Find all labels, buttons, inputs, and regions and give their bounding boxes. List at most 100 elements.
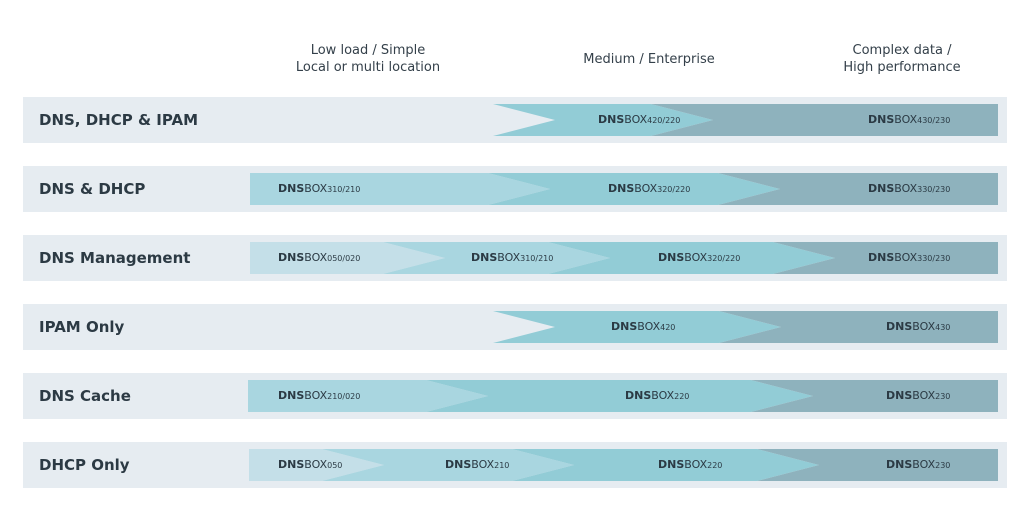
brand-suffix: BOX bbox=[894, 113, 918, 126]
brand-suffix: BOX bbox=[637, 320, 661, 333]
brand-prefix: DNS bbox=[278, 458, 305, 471]
header-low-load: Low load / Simple Local or multi locatio… bbox=[268, 42, 468, 76]
model-version: 420/220 bbox=[647, 116, 681, 125]
model-version: 210 bbox=[494, 461, 510, 470]
model-label: DNSBOX320/220 bbox=[608, 173, 690, 205]
brand-suffix: BOX bbox=[304, 389, 328, 402]
model-label: DNSBOX310/210 bbox=[278, 173, 360, 205]
header-high-line1: Complex data / bbox=[852, 43, 952, 58]
brand-suffix: BOX bbox=[684, 251, 708, 264]
header-low-line1: Low load / Simple bbox=[310, 43, 426, 58]
model-label: DNSBOX220 bbox=[658, 449, 722, 481]
brand-prefix: DNS bbox=[658, 458, 685, 471]
brand-prefix: DNS bbox=[886, 458, 913, 471]
brand-suffix: BOX bbox=[894, 182, 918, 195]
brand-prefix: DNS bbox=[868, 182, 895, 195]
brand-prefix: DNS bbox=[886, 389, 913, 402]
model-version: 050/020 bbox=[327, 254, 361, 263]
model-version: 430 bbox=[935, 323, 951, 332]
header-low-line2: Local or multi location bbox=[295, 60, 441, 75]
brand-suffix: BOX bbox=[912, 458, 936, 471]
tier-segment bbox=[250, 173, 550, 205]
row-label: DNS Cache bbox=[39, 387, 131, 405]
brand-prefix: DNS bbox=[658, 251, 685, 264]
brand-suffix: BOX bbox=[684, 458, 708, 471]
brand-suffix: BOX bbox=[912, 389, 936, 402]
brand-prefix: DNS bbox=[278, 389, 305, 402]
brand-suffix: BOX bbox=[912, 320, 936, 333]
model-version: 320/220 bbox=[707, 254, 741, 263]
brand-prefix: DNS bbox=[445, 458, 472, 471]
header-high-line2: High performance bbox=[843, 60, 961, 75]
brand-prefix: DNS bbox=[868, 113, 895, 126]
brand-prefix: DNS bbox=[598, 113, 625, 126]
model-version: 220 bbox=[674, 392, 690, 401]
brand-prefix: DNS bbox=[471, 251, 498, 264]
brand-prefix: DNS bbox=[608, 182, 635, 195]
model-label: DNSBOX330/230 bbox=[868, 242, 950, 274]
row-label: DNS & DHCP bbox=[39, 180, 146, 198]
brand-prefix: DNS bbox=[625, 389, 652, 402]
brand-suffix: BOX bbox=[624, 113, 648, 126]
model-label: DNSBOX320/220 bbox=[658, 242, 740, 274]
tier-segment bbox=[426, 380, 813, 412]
header-complex: Complex data / High performance bbox=[802, 42, 1002, 76]
model-version: 050 bbox=[327, 461, 343, 470]
model-label: DNSBOX430/230 bbox=[868, 104, 950, 136]
model-label: DNSBOX050/020 bbox=[278, 242, 360, 274]
brand-prefix: DNS bbox=[868, 251, 895, 264]
row-label: DNS Management bbox=[39, 249, 191, 267]
brand-prefix: DNS bbox=[886, 320, 913, 333]
model-version: 230 bbox=[935, 392, 951, 401]
model-version: 210/020 bbox=[327, 392, 361, 401]
model-label: DNSBOX230 bbox=[886, 449, 950, 481]
model-label: DNSBOX330/230 bbox=[868, 173, 950, 205]
brand-suffix: BOX bbox=[634, 182, 658, 195]
row-label: IPAM Only bbox=[39, 318, 125, 336]
brand-suffix: BOX bbox=[894, 251, 918, 264]
model-label: DNSBOX310/210 bbox=[471, 242, 553, 274]
brand-prefix: DNS bbox=[278, 182, 305, 195]
brand-suffix: BOX bbox=[471, 458, 495, 471]
model-version: 420 bbox=[660, 323, 676, 332]
brand-suffix: BOX bbox=[304, 251, 328, 264]
model-version: 220 bbox=[707, 461, 723, 470]
brand-suffix: BOX bbox=[497, 251, 521, 264]
model-label: DNSBOX050 bbox=[278, 449, 342, 481]
model-version: 330/230 bbox=[917, 254, 951, 263]
brand-suffix: BOX bbox=[304, 182, 328, 195]
model-version: 230 bbox=[935, 461, 951, 470]
model-version: 320/220 bbox=[657, 185, 691, 194]
brand-prefix: DNS bbox=[278, 251, 305, 264]
model-label: DNSBOX210 bbox=[445, 449, 509, 481]
model-label: DNSBOX230 bbox=[886, 380, 950, 412]
model-version: 310/210 bbox=[327, 185, 361, 194]
row-label: DNS, DHCP & IPAM bbox=[39, 111, 198, 129]
model-label: DNSBOX210/020 bbox=[278, 380, 360, 412]
model-label: DNSBOX420 bbox=[611, 311, 675, 343]
model-version: 430/230 bbox=[917, 116, 951, 125]
header-medium-line1: Medium / Enterprise bbox=[583, 52, 715, 67]
model-label: DNSBOX220 bbox=[625, 380, 689, 412]
model-label: DNSBOX430 bbox=[886, 311, 950, 343]
model-version: 330/230 bbox=[917, 185, 951, 194]
brand-prefix: DNS bbox=[611, 320, 638, 333]
model-label: DNSBOX420/220 bbox=[598, 104, 680, 136]
row-label: DHCP Only bbox=[39, 456, 130, 474]
model-version: 310/210 bbox=[520, 254, 554, 263]
brand-suffix: BOX bbox=[651, 389, 675, 402]
brand-suffix: BOX bbox=[304, 458, 328, 471]
header-medium: Medium / Enterprise bbox=[549, 51, 749, 68]
